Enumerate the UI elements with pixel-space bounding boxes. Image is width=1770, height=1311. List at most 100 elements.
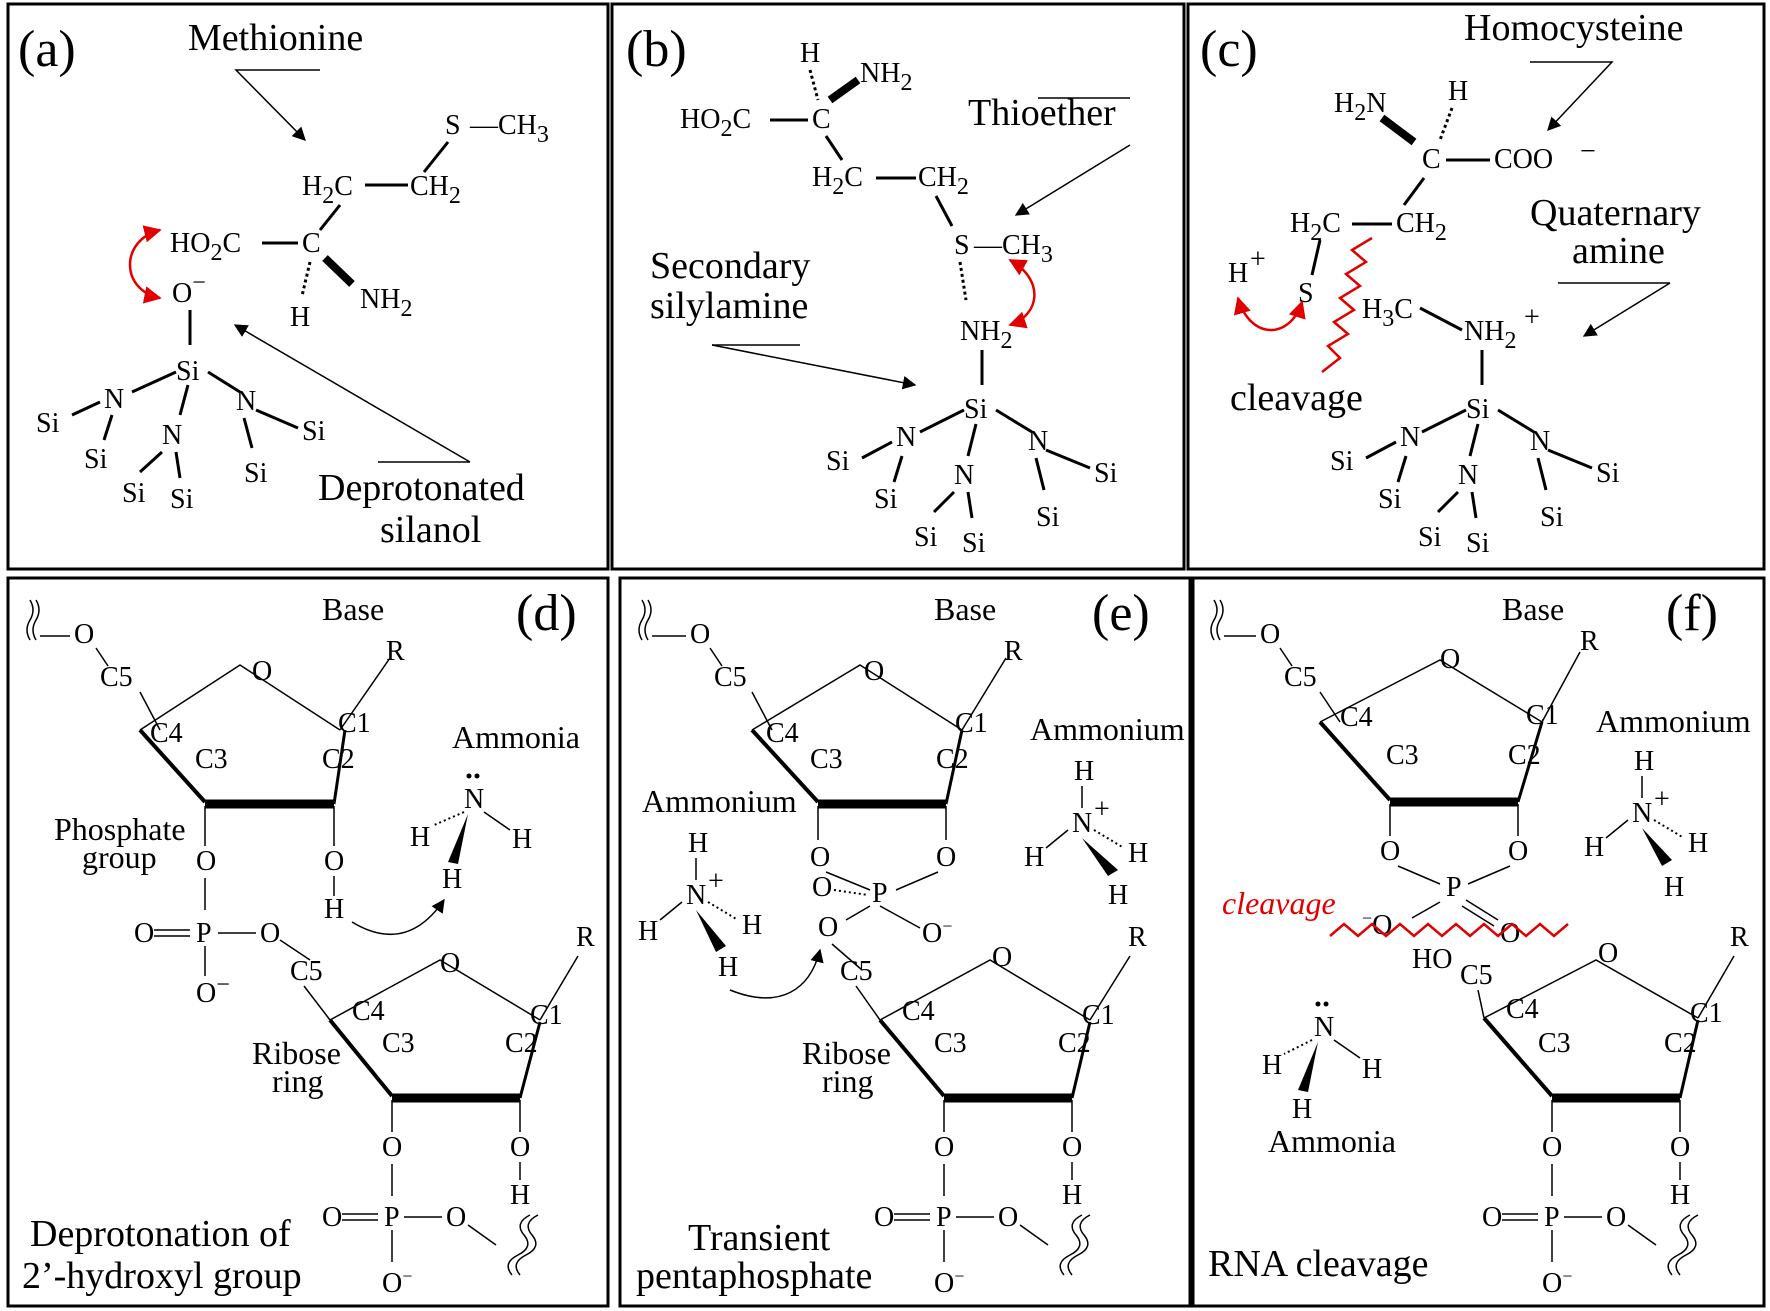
caption-d-2: 2’-hydroxyl group: [22, 1255, 302, 1297]
panel-a-frame: [6, 2, 610, 571]
svg-text:Si: Si: [176, 356, 200, 387]
panel-a: (a) Methionine S —CH3 H2C CH2 HO2C C NH2…: [18, 17, 549, 551]
ammonium-left-e: Ammonium: [642, 783, 797, 819]
svg-text:O: O: [382, 1132, 402, 1163]
svg-text:H: H: [1292, 1094, 1312, 1125]
svg-text:H: H: [324, 894, 344, 925]
svg-text:N: N: [1458, 460, 1478, 491]
svg-text:H: H: [1024, 842, 1044, 873]
panel-b-frame: [610, 2, 1186, 571]
svg-text:Si: Si: [302, 416, 326, 447]
svg-text:O: O: [992, 942, 1012, 973]
ammonia-label-f: Ammonia: [1268, 1123, 1396, 1159]
svg-text:S: S: [954, 230, 970, 261]
panel-e: (e) Base O C5 O R C4 C1 C3 C2 O O P O O−…: [636, 585, 1185, 1299]
svg-text:C1: C1: [1526, 700, 1559, 731]
svg-text:P: P: [936, 1202, 952, 1233]
svg-text:R: R: [576, 922, 595, 953]
svg-text:Si: Si: [1466, 394, 1490, 425]
svg-text:Si: Si: [826, 446, 850, 477]
svg-text:C3: C3: [1538, 1028, 1571, 1059]
svg-text:N: N: [1072, 808, 1092, 839]
svg-text:H: H: [1362, 1054, 1382, 1085]
svg-text:Si: Si: [1094, 458, 1118, 489]
svg-text:H2C: H2C: [302, 171, 353, 209]
base-label-f: Base: [1502, 591, 1564, 627]
svg-text:O: O: [812, 872, 832, 903]
svg-text:Si: Si: [170, 484, 194, 515]
svg-text:+: +: [1250, 244, 1266, 275]
base-label-d: Base: [322, 591, 384, 627]
quaternary-label: Quaternary: [1530, 192, 1701, 234]
svg-text:NH2: NH2: [960, 316, 1012, 354]
svg-text:O: O: [1508, 836, 1528, 867]
svg-text:H: H: [510, 1180, 530, 1211]
svg-text:Si: Si: [1036, 502, 1060, 533]
panel-d-letter: (d): [516, 585, 577, 642]
ribose-label-d-1: Ribose: [252, 1035, 341, 1071]
svg-text:Si: Si: [1466, 528, 1490, 559]
silylamine-label: silylamine: [650, 285, 808, 327]
svg-text:Si: Si: [962, 528, 986, 559]
svg-text:S: S: [445, 110, 461, 141]
svg-text:H: H: [800, 38, 820, 69]
svg-text:N: N: [1632, 798, 1652, 829]
svg-text:O: O: [1606, 1202, 1626, 1233]
svg-text:O: O: [874, 1202, 894, 1233]
panel-e-letter: (e): [1092, 585, 1150, 642]
svg-text:O−: O−: [1542, 1266, 1572, 1299]
panel-c-letter: (c): [1200, 21, 1258, 78]
svg-text:N: N: [954, 460, 974, 491]
amine-label: amine: [1572, 230, 1665, 272]
svg-text:H: H: [1108, 880, 1128, 911]
svg-text:CH2: CH2: [918, 162, 969, 200]
svg-text:O−: O−: [922, 916, 952, 949]
svg-text:O−: O−: [934, 1266, 964, 1299]
svg-text:H: H: [1228, 258, 1248, 289]
svg-text:H: H: [512, 824, 532, 855]
svg-text:C5: C5: [1284, 662, 1317, 693]
svg-text:NH2: NH2: [1464, 316, 1516, 354]
svg-text:N: N: [1314, 1012, 1334, 1043]
ribose-label-e-1: Ribose: [802, 1035, 891, 1071]
svg-text:P: P: [1446, 872, 1462, 903]
ammonium-label-f: Ammonium: [1596, 703, 1751, 739]
svg-text:N: N: [104, 384, 124, 415]
svg-text:Si: Si: [874, 484, 898, 515]
svg-text:Si: Si: [122, 478, 146, 509]
svg-text:C5: C5: [1460, 960, 1493, 991]
panel-d-frame: [6, 576, 610, 1308]
svg-text:P: P: [196, 918, 212, 949]
svg-text:CH2: CH2: [1396, 208, 1447, 246]
svg-text:C3: C3: [1386, 740, 1419, 771]
svg-text:O: O: [1482, 1202, 1502, 1233]
svg-text:Si: Si: [1596, 458, 1620, 489]
svg-text:O: O: [1260, 619, 1280, 650]
svg-text:Si: Si: [1330, 446, 1354, 477]
svg-text:H: H: [742, 910, 762, 941]
svg-text:O: O: [810, 842, 830, 873]
svg-text:P: P: [872, 878, 888, 909]
panel-e-frame: [618, 576, 1192, 1308]
cleavage-label-c: cleavage: [1230, 377, 1363, 419]
svg-text:Si: Si: [1540, 502, 1564, 533]
svg-text:Si: Si: [36, 408, 60, 439]
silanol-label: silanol: [380, 509, 481, 551]
svg-text:C4: C4: [766, 718, 799, 749]
svg-text:C: C: [302, 228, 321, 259]
svg-text:H: H: [1670, 1180, 1690, 1211]
svg-text:O−: O−: [382, 1266, 412, 1299]
svg-text:O: O: [440, 948, 460, 979]
svg-text:O: O: [252, 656, 272, 687]
svg-text:C4: C4: [1506, 994, 1539, 1025]
svg-text:O: O: [934, 1132, 954, 1163]
svg-text:H: H: [1688, 828, 1708, 859]
ribose-label-e-2: ring: [822, 1063, 874, 1099]
ribose-label-d-2: ring: [272, 1063, 324, 1099]
svg-text:C4: C4: [150, 718, 183, 749]
svg-text:H: H: [1062, 1180, 1082, 1211]
svg-text:C1: C1: [1690, 998, 1723, 1029]
svg-text:C3: C3: [195, 744, 228, 775]
svg-text:+: +: [1524, 302, 1540, 333]
